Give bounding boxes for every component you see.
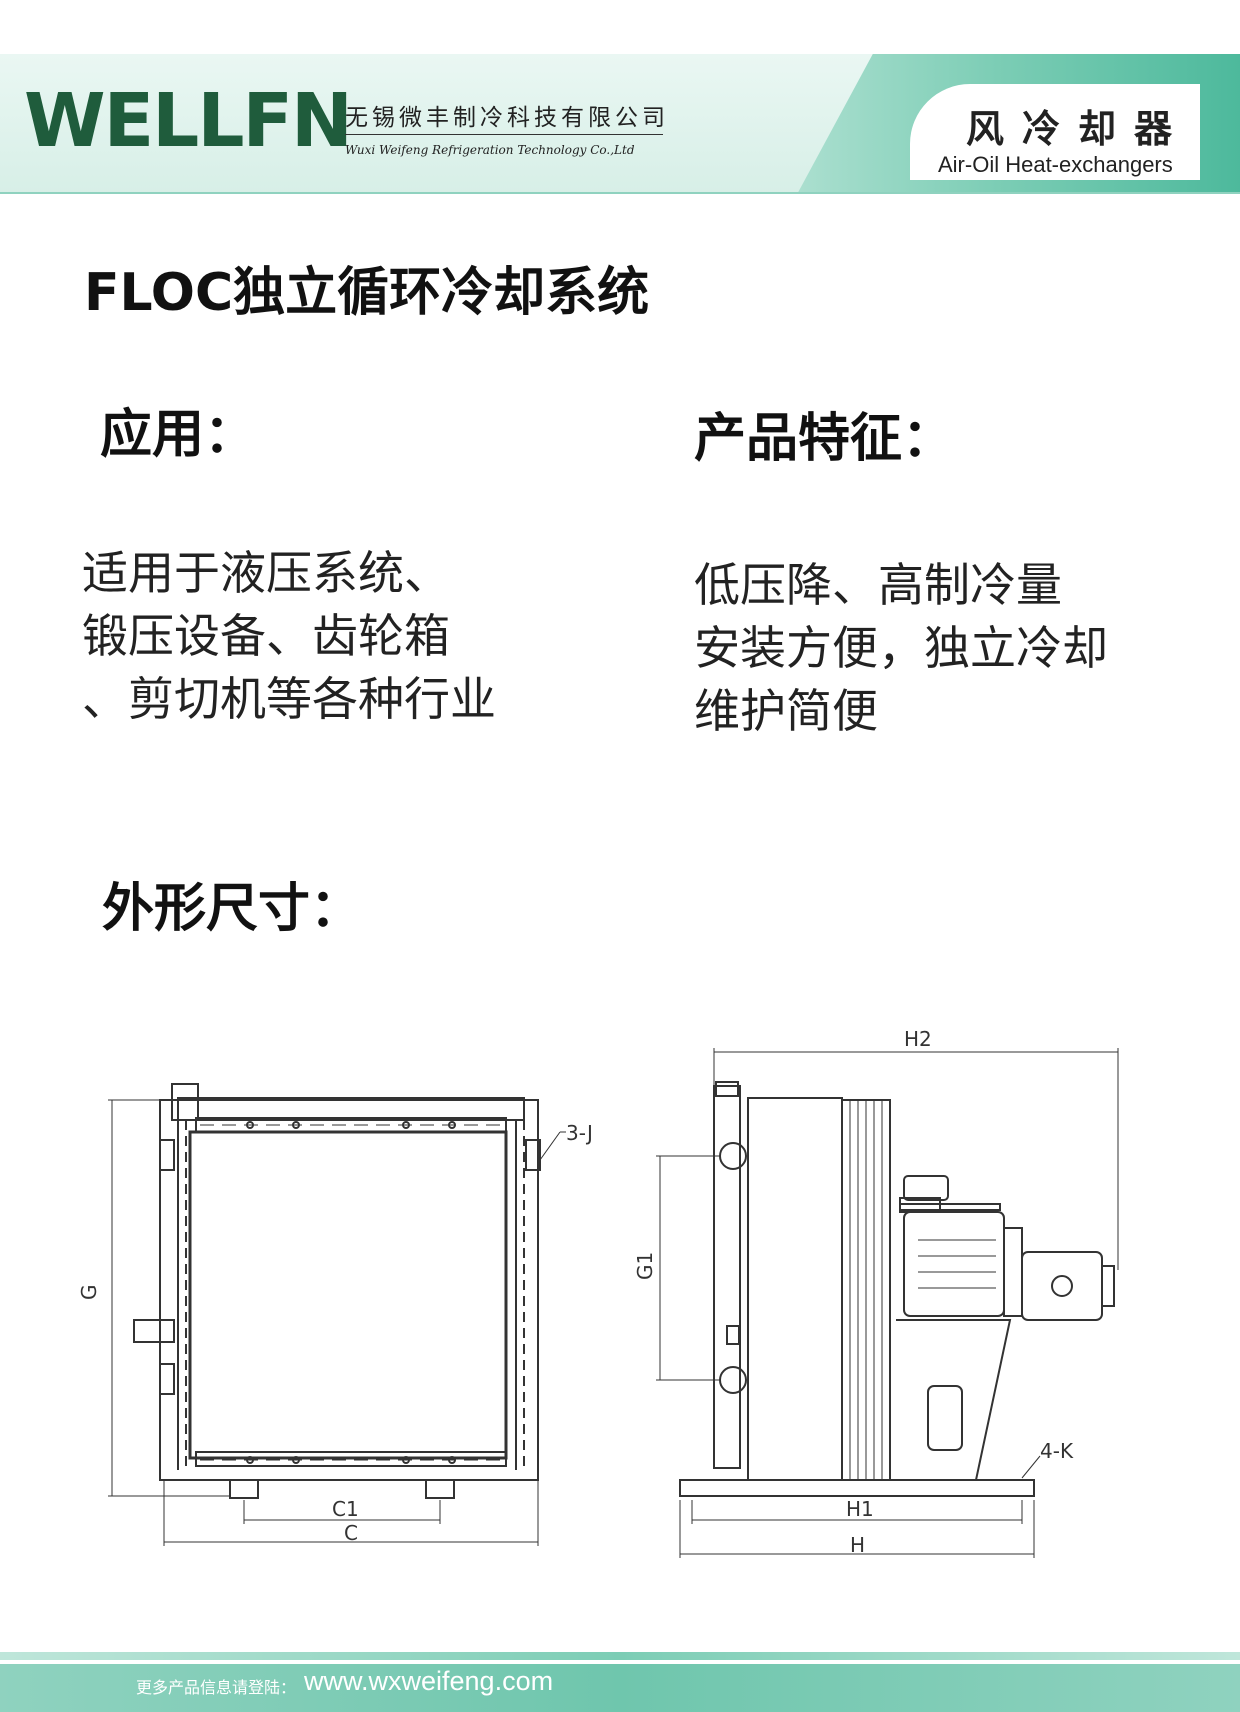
side-top-port — [715, 1081, 739, 1097]
label-g1: G1 — [633, 1252, 657, 1280]
footer-website-link[interactable]: www.wxweifeng.com — [304, 1666, 554, 1696]
application-heading: 应用： — [100, 405, 257, 465]
side-port-circle — [719, 1366, 747, 1394]
side-radiator — [747, 1097, 843, 1481]
application-text: 适用于液压系统、 锻压设备、齿轮箱 、剪切机等各种行业 — [82, 542, 496, 731]
side-motor-box-base — [899, 1197, 941, 1213]
features-text: 低压降、高制冷量 安装方便，独立冷却 维护简便 — [694, 554, 1108, 743]
footer-accent — [0, 1652, 1240, 1660]
side-pump-end — [1101, 1265, 1115, 1307]
application-line: 、剪切机等各种行业 — [82, 672, 496, 726]
company-name-cn: 无锡微丰制冷科技有限公司 — [345, 105, 669, 131]
product-name-cn: 风冷却器 — [966, 106, 1191, 151]
label-k: 4-K — [1040, 1439, 1074, 1463]
side-port-plug — [726, 1325, 740, 1345]
side-pump-port — [1051, 1275, 1073, 1297]
feature-line: 低压降、高制冷量 — [694, 558, 1062, 612]
footer-bar: 更多产品信息请登陆： www.wxweifeng.com — [0, 1652, 1240, 1712]
brand-logo: WELLFN — [24, 78, 353, 164]
header-divider — [0, 192, 1240, 194]
front-drain-port — [133, 1319, 175, 1343]
front-lug — [159, 1363, 175, 1395]
dimensions-heading: 外形尺寸： — [102, 879, 363, 939]
product-name-en: Air-Oil Heat-exchangers — [938, 152, 1173, 177]
label-g: G — [77, 1285, 101, 1301]
front-top-header — [195, 1117, 507, 1133]
side-base-plate — [679, 1479, 1035, 1497]
front-foot — [229, 1479, 259, 1499]
header-product-panel — [910, 84, 1200, 180]
side-motor-body — [903, 1211, 1005, 1317]
features-heading: 产品特征： — [694, 409, 955, 469]
label-j: 3-J — [566, 1121, 593, 1145]
front-lug — [159, 1139, 175, 1171]
label-h1: H1 — [846, 1497, 874, 1521]
front-bottom-header — [195, 1451, 507, 1467]
side-coupling — [1003, 1227, 1023, 1317]
side-bracket-window — [927, 1385, 963, 1451]
front-top-manifold — [177, 1097, 525, 1121]
side-motor-flange — [899, 1203, 1001, 1211]
feature-line: 安装方便，独立冷却 — [694, 621, 1108, 675]
label-c1: C1 — [332, 1497, 359, 1521]
front-lug — [525, 1139, 541, 1171]
front-foot — [425, 1479, 455, 1499]
label-h: H — [850, 1533, 865, 1557]
side-view: H2 H1 H G1 4-K — [633, 1027, 1119, 1558]
front-top-port — [171, 1083, 199, 1121]
side-terminal-box — [903, 1175, 949, 1201]
side-pump — [1021, 1251, 1103, 1321]
label-c: C — [344, 1521, 358, 1545]
application-line: 适用于液压系统、 — [82, 546, 450, 600]
front-outer-frame — [159, 1099, 539, 1481]
side-support-bracket — [896, 1319, 1012, 1481]
feature-line: 维护简便 — [694, 684, 878, 738]
dimension-drawing: G C1 C 3-J — [77, 1027, 1119, 1558]
leader-j — [539, 1131, 561, 1161]
side-manifold — [713, 1085, 741, 1469]
page-title: FLOC独立循环冷却系统 — [84, 263, 650, 323]
label-h2: H2 — [904, 1027, 932, 1051]
footer-label: 更多产品信息请登陆： — [136, 1678, 297, 1697]
leader-k — [1021, 1455, 1041, 1479]
front-view: G C1 C 3-J — [77, 1083, 593, 1546]
application-line: 锻压设备、齿轮箱 — [82, 609, 450, 663]
company-name-en: Wuxi Weifeng Refrigeration Technology Co… — [345, 143, 635, 157]
side-port-circle — [719, 1142, 747, 1170]
front-core — [188, 1130, 508, 1460]
company-rule — [345, 134, 663, 135]
footer-band — [0, 1664, 1240, 1712]
